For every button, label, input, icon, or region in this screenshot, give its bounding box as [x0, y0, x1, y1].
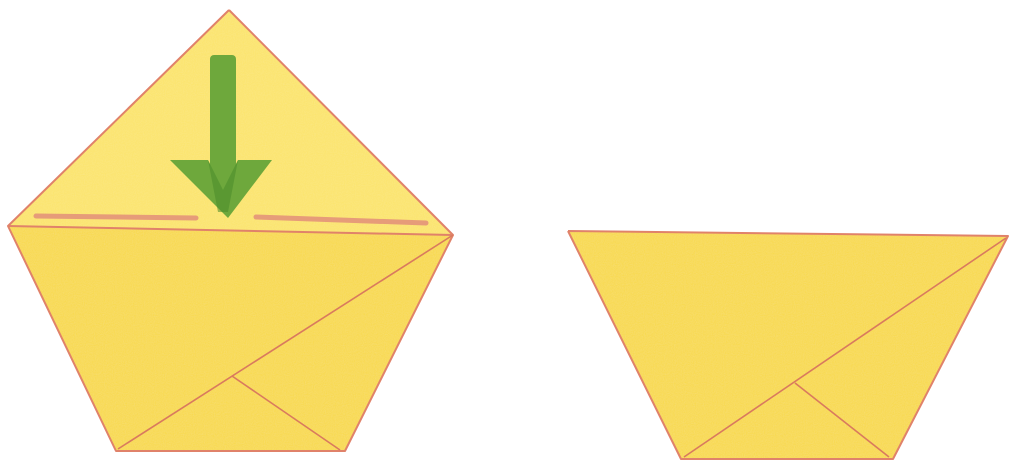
lower-body	[8, 226, 453, 451]
step-1-pentagon	[8, 10, 453, 451]
trapezoid-body	[568, 231, 1008, 459]
step-2-trapezoid	[568, 231, 1008, 459]
fold-line-left	[36, 216, 196, 218]
